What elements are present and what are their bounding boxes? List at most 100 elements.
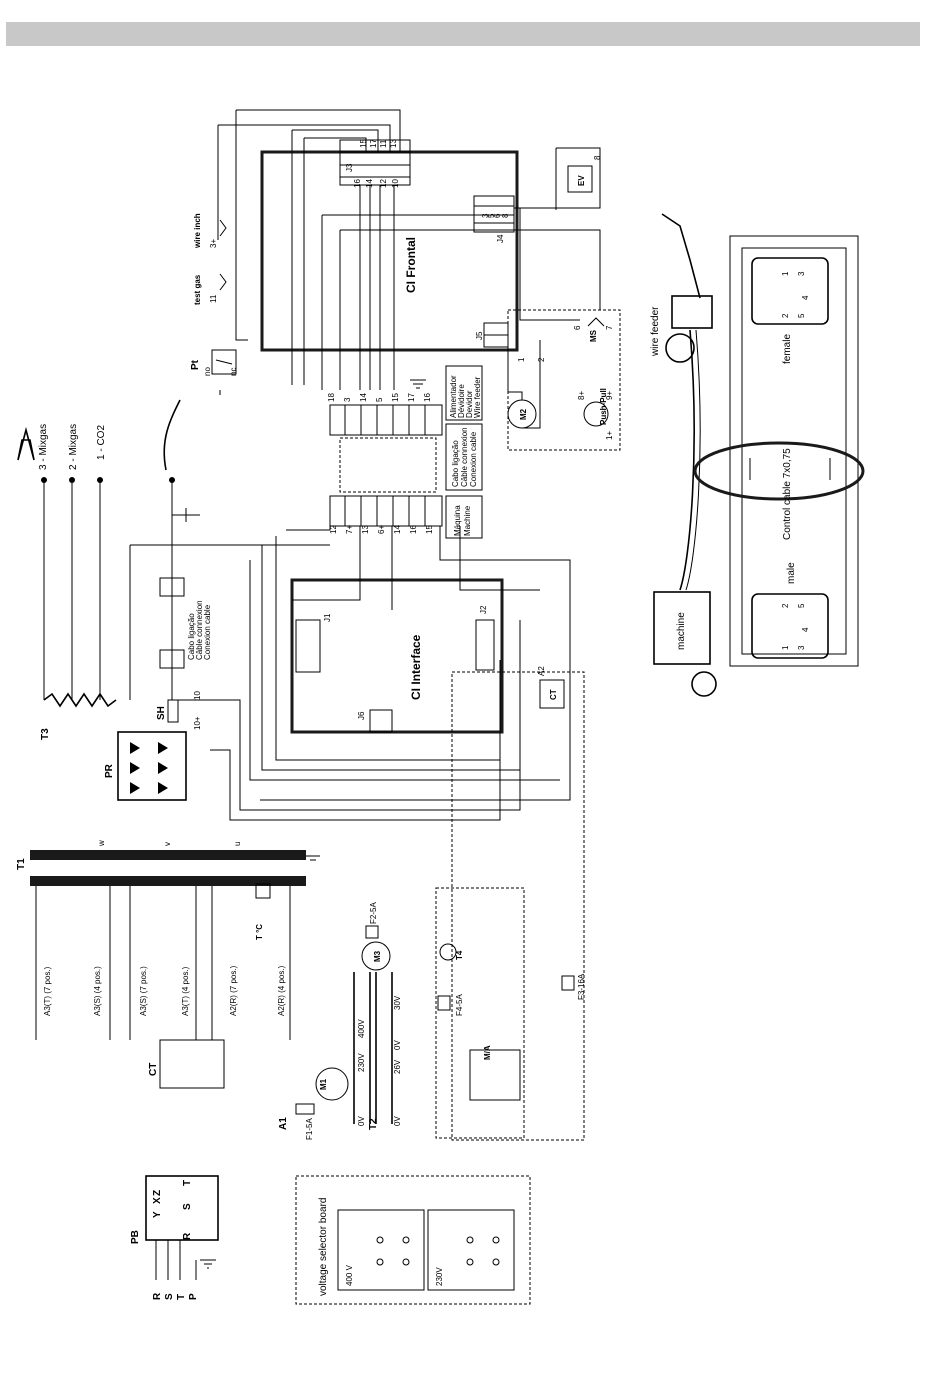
svg-text:no: no — [203, 367, 212, 376]
svg-text:A1: A1 — [278, 1117, 289, 1130]
svg-text:T3: T3 — [40, 728, 51, 740]
svg-text:11: 11 — [209, 294, 218, 303]
svg-text:SH: SH — [156, 706, 167, 720]
svg-text:R: R — [182, 1232, 193, 1240]
svg-text:male: male — [786, 562, 797, 584]
j2-connector — [475, 619, 495, 671]
svg-text:Push-Pull: Push-Pull — [599, 388, 608, 425]
wire-feeder-langbox — [445, 365, 483, 421]
svg-text:M1: M1 — [319, 1078, 328, 1090]
t1-core-top — [30, 850, 306, 860]
machine-label: machine — [676, 612, 687, 650]
voltage-selector-board — [295, 1175, 531, 1305]
svg-text:w: w — [97, 840, 106, 847]
svg-text:14: 14 — [359, 393, 368, 402]
svg-text:10+: 10+ — [193, 716, 202, 730]
machine-terminal-block — [329, 495, 443, 527]
control-cable-label: Control cable 7x0,75 — [782, 448, 793, 540]
svg-text:S: S — [182, 1203, 193, 1210]
svg-text:A2(R) (7 pos.): A2(R) (7 pos.) — [229, 965, 238, 1016]
svg-text:0V: 0V — [357, 1116, 366, 1126]
control-cable-frame — [729, 235, 859, 667]
svg-text:Conexion cable: Conexion cable — [203, 604, 212, 660]
svg-text:PR: PR — [104, 763, 115, 778]
cable-langbox — [445, 423, 483, 491]
svg-text:Alimentador: Alimentador — [449, 375, 458, 418]
svg-text:30V: 30V — [393, 995, 402, 1010]
svg-text:v: v — [163, 842, 172, 846]
j3-connector — [339, 139, 411, 186]
ma-switch — [469, 1049, 521, 1101]
svg-text:13: 13 — [361, 525, 370, 534]
feeder-torch-icon — [661, 213, 701, 299]
svg-text:T4: T4 — [455, 950, 464, 960]
svg-text:1: 1 — [781, 271, 790, 276]
svg-text:14: 14 — [393, 525, 402, 534]
svg-text:3+: 3+ — [209, 239, 218, 248]
ci-interface-label: CI Interface — [409, 634, 423, 700]
push-pull-dashbox — [507, 309, 621, 451]
svg-text:J1: J1 — [323, 613, 332, 622]
svg-text:A3(T) (7 pos.): A3(T) (7 pos.) — [43, 966, 52, 1016]
cable-inductor-b — [159, 649, 185, 669]
gas-mix3-label: 3 - Mixgas — [38, 424, 49, 470]
svg-text:230V: 230V — [435, 1267, 444, 1286]
male-connector — [751, 593, 829, 659]
svg-text:3: 3 — [797, 645, 806, 650]
svg-text:M/A: M/A — [483, 1045, 492, 1060]
svg-text:9+: 9+ — [605, 391, 614, 400]
svg-text:16: 16 — [423, 393, 432, 402]
thermostat — [255, 883, 271, 899]
svg-text:0V: 0V — [393, 1116, 402, 1126]
svg-text:4: 4 — [801, 627, 810, 632]
svg-text:3: 3 — [343, 397, 352, 402]
j5-label: J5 — [475, 331, 484, 340]
svg-text:2: 2 — [781, 603, 790, 608]
svg-text:T: T — [182, 1180, 193, 1186]
f3-fuse — [561, 975, 575, 991]
svg-text:8: 8 — [501, 213, 510, 218]
mains-s: S — [164, 1293, 175, 1300]
svg-text:A3(S) (4 pos.): A3(S) (4 pos.) — [93, 966, 102, 1016]
control-cable-inner — [741, 247, 847, 655]
machine-reel — [691, 671, 717, 697]
wire-feeder-label: wire feeder — [650, 306, 661, 357]
svg-text:PB: PB — [130, 1230, 141, 1244]
svg-text:3: 3 — [797, 271, 806, 276]
svg-text:2: 2 — [537, 357, 546, 362]
ev-label: EV — [577, 175, 586, 186]
svg-text:7: 7 — [605, 325, 614, 330]
svg-text:6: 6 — [493, 213, 502, 218]
svg-text:5: 5 — [797, 313, 806, 318]
svg-text:F3-16A: F3-16A — [577, 973, 586, 1000]
j3-pin-13: 13 — [389, 139, 398, 148]
svg-text:Dévidoire: Dévidoire — [457, 384, 466, 418]
ci-frontal-board — [260, 150, 519, 352]
svg-text:3: 3 — [481, 213, 490, 218]
svg-text:A3(T) (4 pos.): A3(T) (4 pos.) — [181, 966, 190, 1016]
ms-label: MS — [589, 329, 598, 342]
svg-text:7+: 7+ — [345, 525, 354, 534]
svg-text:F1-5A: F1-5A — [305, 1118, 314, 1140]
test-gas-switch — [219, 273, 227, 291]
control-cable-highlight — [693, 441, 865, 501]
svg-text:CT: CT — [549, 689, 558, 700]
wire-feeder-box — [671, 295, 713, 329]
mains-p: P — [188, 1293, 199, 1300]
svg-text:nc: nc — [229, 368, 238, 376]
ev-valve — [567, 165, 593, 193]
selector-400v — [337, 1209, 425, 1291]
svg-text:T °C: T °C — [255, 924, 264, 940]
svg-text:A2(R) (4 pos.): A2(R) (4 pos.) — [277, 965, 286, 1016]
svg-text:u: u — [233, 842, 242, 846]
svg-text:6+: 6+ — [377, 525, 386, 534]
svg-text:2: 2 — [781, 313, 790, 318]
svg-text:6: 6 — [573, 325, 582, 330]
svg-text:Machine: Machine — [463, 505, 472, 536]
svg-text:voltage selector board: voltage selector board — [318, 1198, 329, 1296]
sh-shunt — [167, 699, 179, 723]
machine-langbox — [445, 495, 483, 539]
svg-text:1: 1 — [781, 645, 790, 650]
svg-text:15: 15 — [425, 525, 434, 534]
j3-pin-17: 17 — [369, 139, 378, 148]
